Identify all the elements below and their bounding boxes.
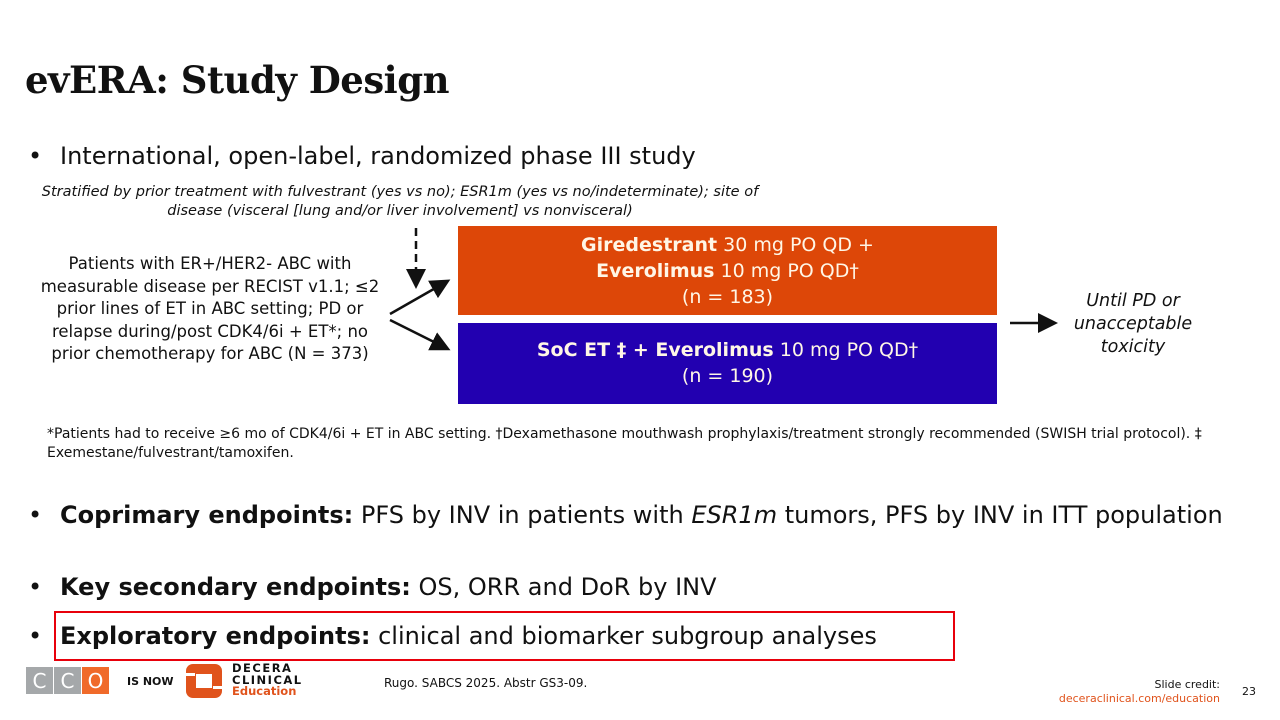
stratification-text: Stratified by prior treatment with fulve…: [41, 184, 759, 219]
decera-logo-icon: [186, 664, 222, 698]
highlight-box: [54, 611, 955, 661]
slide-credit: Slide credit: deceraclinical.com/educati…: [1058, 678, 1220, 705]
bullet-study-type: •International, open-label, randomized p…: [28, 142, 696, 170]
arm-a-box: Giredestrant 30 mg PO QD + Everolimus 10…: [458, 226, 997, 315]
bullet-exploratory: •Exploratory endpoints: clinical and bio…: [28, 622, 877, 650]
footnote: *Patients had to receive ≥6 mo of CDK4/6…: [47, 426, 1202, 461]
is-now-text: IS NOW: [127, 675, 174, 688]
arm-b-box: SoC ET ‡ + Everolimus 10 mg PO QD† (n = …: [458, 323, 997, 404]
arrow-to-arm-a: [389, 279, 451, 316]
slide-title: evERA: Study Design: [25, 58, 450, 102]
decera-logo-text: DECERA CLINICAL Education: [232, 661, 303, 698]
treatment-duration: Until PD or unacceptable toxicity: [1073, 291, 1193, 357]
reference: Rugo. SABCS 2025. Abstr GS3-09.: [384, 676, 588, 690]
credit-link[interactable]: deceraclinical.com/education: [1058, 692, 1220, 705]
patient-criteria: Patients with ER+/HER2- ABC with measura…: [40, 254, 380, 363]
arrow-to-arm-b: [389, 318, 451, 351]
bullet-coprimary: •Coprimary endpoints: PFS by INV in pati…: [28, 501, 1223, 529]
page-number: 23: [1242, 685, 1256, 698]
bullet-secondary: •Key secondary endpoints: OS, ORR and Do…: [28, 573, 717, 601]
cco-logo: C C O: [26, 667, 110, 694]
